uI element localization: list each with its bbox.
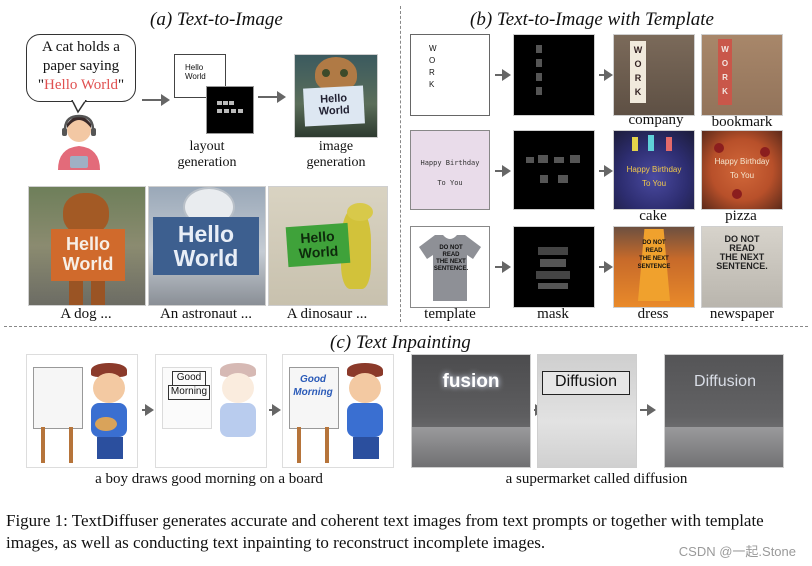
boy-original-image [26,354,138,468]
layout-label-1: layout [189,139,225,154]
dress-sign: DO NOT READ THE NEXT SENTENCE [637,240,671,270]
bookmark-image: W O R K [701,34,783,116]
tshirt-icon [419,235,481,301]
template-label: template [424,306,476,322]
store-result-sign: Diffusion [694,373,756,390]
dog-sign: Hello World [51,229,125,281]
boy-masked-text: Good Morning [170,372,208,397]
astronaut-sign: Hello World [153,217,259,275]
arrow-r2-template-mask [495,165,511,177]
section-a-title: (a) Text-to-Image [150,9,283,30]
cake-label: cake [639,208,667,224]
company-label: company [628,112,684,128]
pizza-label: pizza [725,208,757,224]
arrow-store-2 [640,404,656,416]
bookmark-label: bookmark [711,114,773,130]
arrow-layout-to-image [258,91,286,103]
cake-sign: Happy Birthday To You [626,165,682,188]
image-label-2: generation [306,155,366,170]
template-work-text: W O R K [429,44,437,89]
cake-image: Happy Birthday To You [613,130,695,210]
dog-image: Hello World [28,186,146,306]
watermark: CSDN @一起.Stone [678,544,796,559]
arrow-r3-mask-output [599,261,613,273]
dinosaur-image: Hello World [268,186,388,306]
dinosaur-caption: A dinosaur ... [286,306,368,322]
dress-label: dress [637,306,669,322]
arrow-prompt-to-layout [142,94,170,106]
store-original-image: fusion [411,354,531,468]
prompt-line-2: paper saying [42,58,120,74]
image-generation-label: image generation [300,139,372,171]
arrow-r1-mask-output [599,69,613,81]
arrow-r3-template-mask [495,261,511,273]
figure-caption: Figure 1: TextDiffuser generates accurat… [6,511,764,552]
template-tshirt: DO NOT READ THE NEXT SENTENCE. [410,226,490,308]
store-result-image: Diffusion [664,354,784,468]
layout-label-2: generation [177,155,237,170]
prompt-highlight: Hello World [44,77,118,93]
store-caption: a supermarket called diffusion [505,471,688,487]
store-masked-image: Diffusion [537,354,637,468]
cat-sign: Hello World [303,85,365,127]
prompt-bubble: A cat holds a paper saying "Hello World" [26,34,136,102]
horizontal-divider [4,326,808,327]
newspaper-label: newspaper [709,306,775,322]
store-original-sign: fusion [442,371,500,392]
prompt-line-3: "Hello World" [27,76,135,95]
boy-masked-image: Good Morning [155,354,267,468]
dog-caption: A dog ... [60,306,112,322]
pizza-sign: Happy Birthday To You [714,157,770,180]
boy-result-image: Good Morning [282,354,394,468]
vertical-divider [400,6,401,322]
company-sign: W O R K [630,41,646,103]
template-birthday-text: Happy Birthday To You [420,159,480,187]
layout-generation-label: layout generation [172,139,242,171]
mask-work [513,34,595,116]
layout-box-text: Hello World [185,63,206,81]
mask-tshirt [513,226,595,308]
store-masked-sign: Diffusion [555,373,617,390]
company-image: W O R K [613,34,695,116]
user-headset-icon [58,114,100,170]
section-b-title: (b) Text-to-Image with Template [470,9,714,30]
layout-mask [206,86,254,134]
prompt-line-1: A cat holds a [42,39,120,55]
cat-image: Hello World [294,54,378,138]
boy-result-text: Good Morning [293,374,333,398]
image-label-1: image [318,139,354,154]
template-work: W O R K [410,34,490,116]
quote-close: " [117,77,125,93]
astronaut-image: Hello World [148,186,266,306]
section-c-title: (c) Text Inpainting [330,332,471,353]
dinosaur-sign: Hello World [285,222,351,268]
dress-image: DO NOT READ THE NEXT SENTENCE [613,226,695,308]
mask-birthday [513,130,595,210]
bubble-tail [71,100,87,114]
newspaper-image: DO NOT READ THE NEXT SENTENCE. [701,226,783,308]
newspaper-sign: DO NOT READ THE NEXT SENTENCE. [716,234,768,271]
arrow-boy-1 [142,404,154,416]
tshirt-text: DO NOT READ THE NEXT SENTENCE. [433,245,469,272]
layout-box: Hello World [174,54,226,98]
arrow-r2-mask-output [599,165,613,177]
bookmark-sign: W O R K [718,39,732,105]
template-birthday: Happy Birthday To You [410,130,490,210]
boy-caption: a boy draws good morning on a board [95,471,323,487]
pizza-image: Happy Birthday To You [701,130,783,210]
arrow-boy-2 [269,404,281,416]
astronaut-caption: An astronaut ... [159,306,253,322]
quote-open: " [37,77,45,93]
arrow-r1-template-mask [495,69,511,81]
mask-label: mask [537,306,569,322]
